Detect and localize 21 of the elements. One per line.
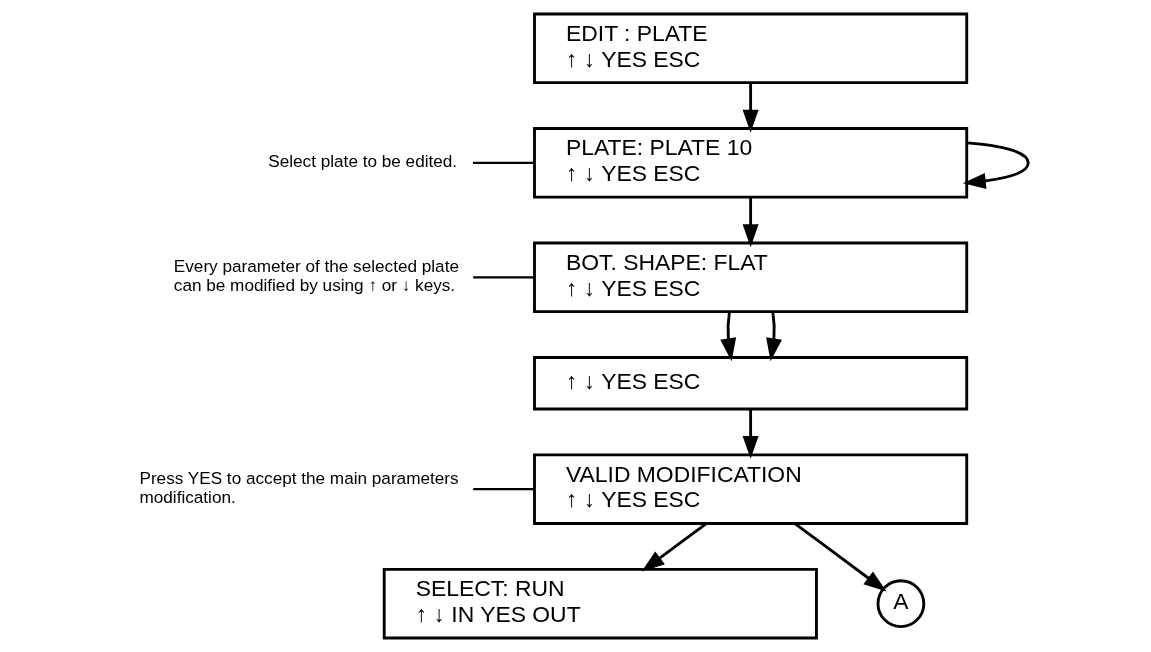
- arrow: [962, 141, 1030, 189]
- node-box: BOT. SHAPE: FLAT ↑ ↓ YES ESC: [532, 241, 968, 314]
- arrow: [742, 409, 759, 459]
- arrow: [719, 311, 736, 362]
- arrow: [742, 83, 759, 133]
- node-box: VALID MODIFICATION ↑ ↓ YES ESC: [532, 453, 968, 525]
- connector: [472, 276, 534, 279]
- arrow: [641, 522, 707, 572]
- node-box: SELECT: RUN ↑ ↓ IN YES OUT: [382, 567, 818, 640]
- node-box: EDIT : PLATE ↑ ↓ YES ESC: [532, 12, 968, 85]
- node-circle: A: [876, 579, 925, 628]
- node-box: ↑ ↓ YES ESC: [532, 356, 968, 411]
- connector: [472, 488, 534, 491]
- arrow: [742, 197, 759, 248]
- node-box: PLATE: PLATE 10 ↑ ↓ YES ESC: [532, 127, 968, 199]
- arrow: [765, 311, 782, 362]
- node-text: Press YES to accept the main parameters modification.: [138, 468, 459, 507]
- node-text: Select plate to be edited.: [267, 151, 457, 172]
- arrow: [793, 522, 887, 592]
- node-text: Every parameter of the selected plate can be modified by using ↑ or ↓ keys.: [173, 256, 459, 296]
- connector: [472, 161, 534, 164]
